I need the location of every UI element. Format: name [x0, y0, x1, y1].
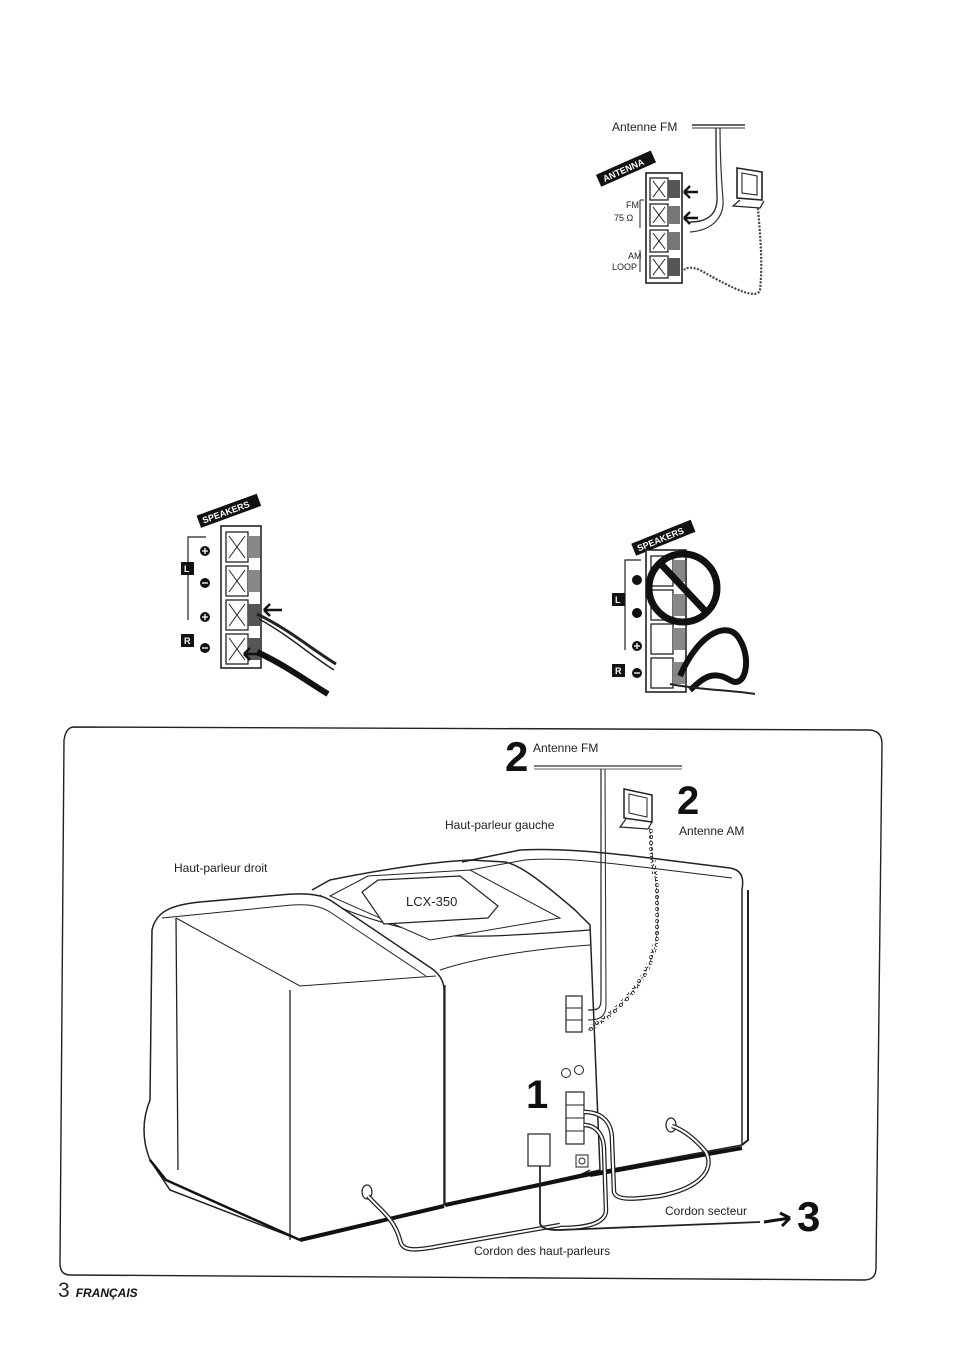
right-speaker-cabinet — [144, 894, 444, 1240]
antenna-terminal-small — [566, 996, 582, 1032]
svg-text:R: R — [184, 636, 191, 646]
fm-antenna-callout: Antenne FM — [533, 741, 598, 755]
left-speaker-callout: Haut-parleur gauche — [445, 818, 555, 832]
step-1-speakers: 1 — [526, 1073, 548, 1117]
am-loop-antenna-small-icon — [588, 789, 658, 1030]
power-cord-callout: Cordon secteur — [665, 1204, 747, 1218]
speakers-wrong-diagram: SPEAKERS L R — [612, 520, 755, 694]
ohm-terminal-label: 75 Ω — [614, 213, 634, 223]
step-3-power: 3 — [797, 1193, 820, 1240]
polarity-marks — [200, 546, 210, 653]
antenna-terminal-block — [646, 173, 698, 283]
am-terminal-label: AM — [628, 251, 642, 261]
polarity-marks-wrong — [632, 575, 642, 678]
speakers-correct-diagram: SPEAKERS L R — [181, 494, 336, 694]
step-2-am: 2 — [677, 779, 699, 823]
page-number: 3 — [58, 1279, 70, 1303]
power-socket — [528, 1134, 550, 1166]
system-diagram: LCX-350 — [60, 727, 882, 1280]
model-name: LCX-350 — [406, 894, 457, 909]
right-speaker-callout: Haut-parleur droit — [174, 861, 268, 875]
speakers-banner: SPEAKERS — [197, 494, 262, 528]
speaker-cord-callout: Cordon des haut-parleurs — [474, 1244, 610, 1258]
loop-terminal-label: LOOP — [612, 262, 637, 272]
svg-text:L: L — [184, 564, 190, 574]
svg-text:R: R — [615, 666, 622, 676]
am-antenna-callout: Antenne AM — [679, 824, 744, 838]
fm-antenna-diagram: Antenne FM ANTENNA — [596, 120, 764, 294]
arrow-right-icon — [764, 1213, 790, 1226]
fm-antenna-label: Antenne FM — [612, 120, 677, 134]
language-label: FRANÇAIS — [76, 1286, 138, 1300]
fm-terminal-label: FM — [626, 200, 639, 210]
step-2-fm: 2 — [505, 733, 528, 780]
svg-text:L: L — [615, 595, 621, 605]
page-footer: 3 FRANÇAIS — [58, 1279, 138, 1303]
